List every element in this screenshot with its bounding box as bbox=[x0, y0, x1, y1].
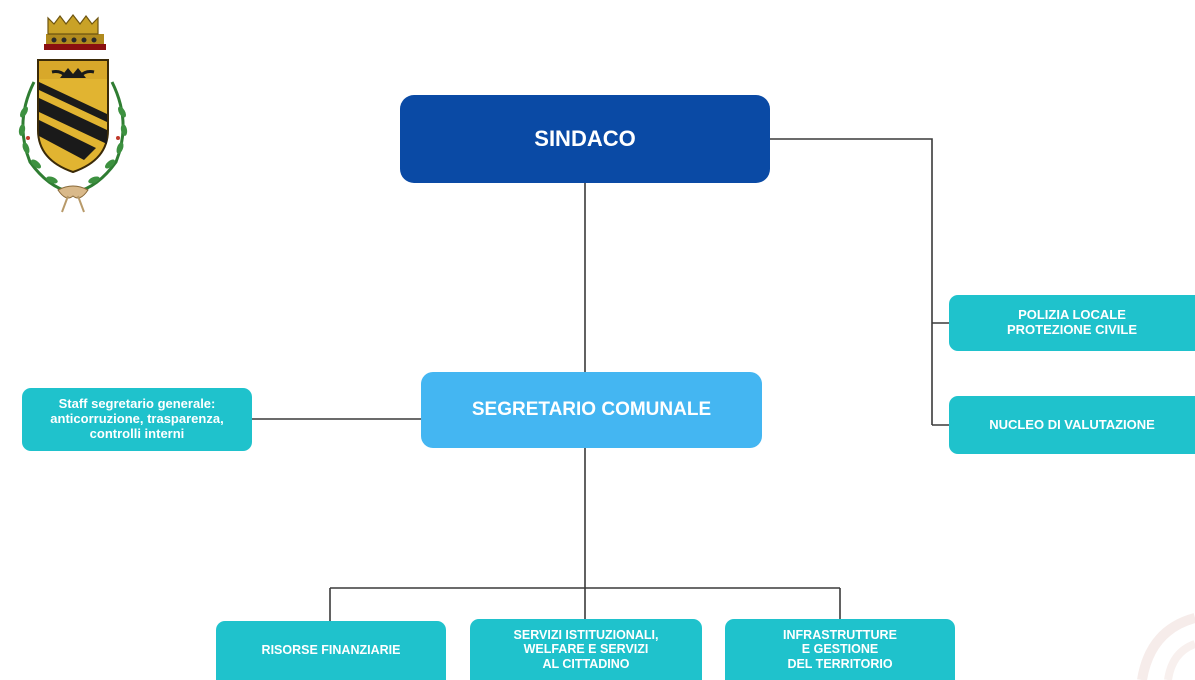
sindaco-box: SINDACO bbox=[400, 95, 770, 183]
segretario-comunale-box: SEGRETARIO COMUNALE bbox=[421, 372, 762, 448]
polizia-locale-box: POLIZIA LOCALE PROTEZIONE CIVILE bbox=[949, 295, 1195, 351]
staff-segretario-box: Staff segretario generale: anticorruzion… bbox=[22, 388, 252, 451]
servizi-istituzionali-box: SERVIZI ISTITUZIONALI, WELFARE E SERVIZI… bbox=[470, 619, 702, 680]
risorse-finanziarie-box: RISORSE FINANZIARIE bbox=[216, 621, 446, 680]
watermark-decoration bbox=[1137, 613, 1195, 680]
nucleo-valutazione-box: NUCLEO DI VALUTAZIONE bbox=[949, 396, 1195, 454]
municipal-coat-of-arms-icon bbox=[18, 14, 128, 213]
connector-sindaco-right-branch bbox=[770, 138, 933, 425]
infrastrutture-box: INFRASTRUTTURE E GESTIONE DEL TERRITORIO bbox=[725, 619, 955, 680]
